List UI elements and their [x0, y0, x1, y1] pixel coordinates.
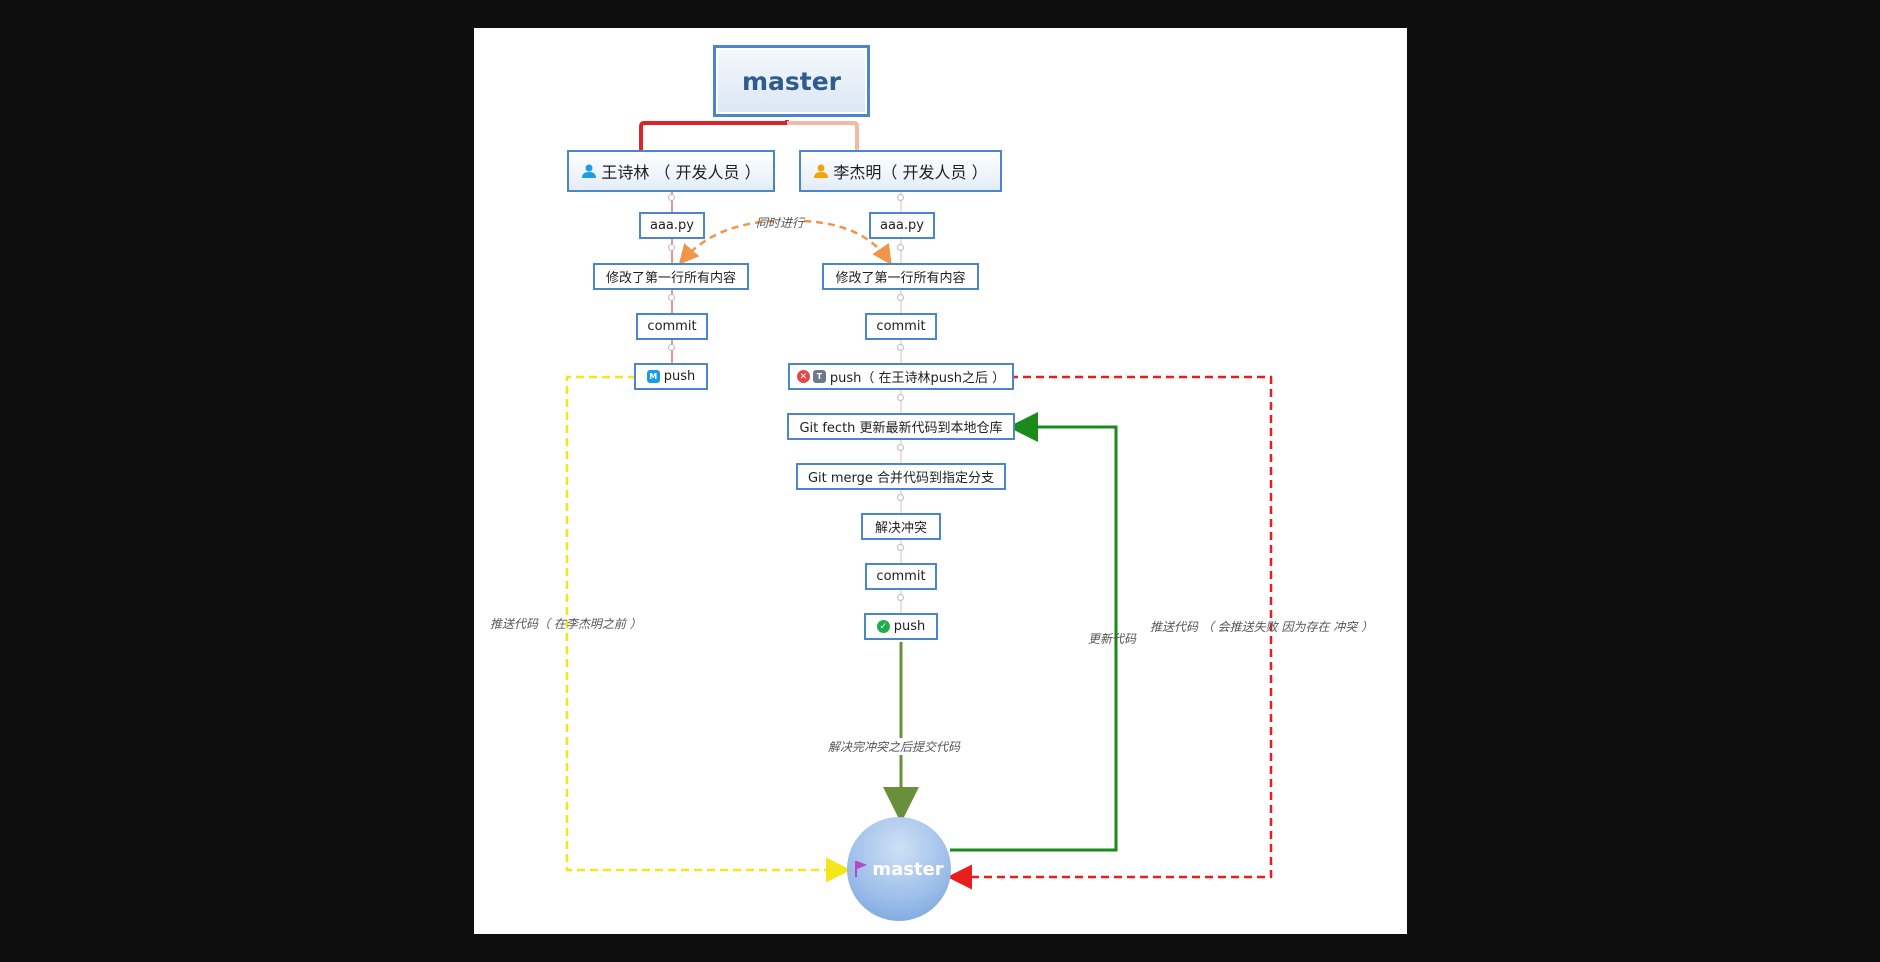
mindmap-canvas: master 王诗林 （ 开发人员 ） 李杰明（ 开发人员 ） aaa.py 修… [474, 28, 1407, 934]
right-step-modify[interactable]: 修改了第一行所有内容 [822, 263, 979, 290]
marker-m-icon: M [646, 370, 660, 383]
user-icon [814, 164, 829, 178]
developer-wang-label: 王诗林 （ 开发人员 ） [601, 163, 761, 182]
left-step-push[interactable]: M push [634, 363, 708, 390]
failed-push-annotation: 推送代码 （ 会推送失败 因为存在 冲突 ） [1150, 620, 1374, 634]
error-icon: ✕ [796, 370, 810, 383]
developer-li-label: 李杰明（ 开发人员 ） [833, 163, 988, 182]
user-icon [582, 164, 597, 178]
left-step-file[interactable]: aaa.py [639, 212, 705, 239]
left-push-annotation: 推送代码（ 在李杰明之前 ） [490, 617, 642, 631]
update-annotation: 更新代码 [1088, 632, 1137, 646]
final-push-label: push [893, 619, 926, 634]
right-step-resolve[interactable]: 解决冲突 [861, 513, 941, 540]
collapse-toggle[interactable] [897, 544, 904, 551]
collapse-toggle[interactable] [668, 244, 675, 251]
right-step-commit-2[interactable]: commit [865, 563, 937, 590]
collapse-toggle[interactable] [668, 294, 675, 301]
collapse-toggle[interactable] [897, 194, 904, 201]
collapse-toggle[interactable] [897, 444, 904, 451]
flag-icon [855, 861, 868, 877]
developer-li-node[interactable]: 李杰明（ 开发人员 ） [799, 150, 1002, 192]
end-master-label: master [872, 858, 944, 880]
submit-annotation: 解决完冲突之后提交代码 [828, 738, 961, 755]
root-to-left-connector [639, 120, 789, 150]
collapse-toggle[interactable] [897, 394, 904, 401]
left-step-commit[interactable]: commit [636, 313, 708, 340]
right-step-fetch[interactable]: Git fecth 更新最新代码到本地仓库 [787, 413, 1015, 440]
left-step-modify[interactable]: 修改了第一行所有内容 [593, 263, 749, 290]
collapse-toggle[interactable] [897, 244, 904, 251]
right-step-merge[interactable]: Git merge 合并代码到指定分支 [796, 463, 1006, 490]
update-arrow [950, 412, 1118, 852]
right-step-commit[interactable]: commit [865, 313, 937, 340]
failed-push-label: push（ 在王诗林push之后 ） [829, 371, 1006, 386]
root-to-right-connector [787, 121, 859, 150]
simultaneous-label: 同时进行 [756, 216, 805, 230]
collapse-toggle[interactable] [897, 344, 904, 351]
simultaneous-arrow-right [803, 219, 892, 266]
right-step-file[interactable]: aaa.py [869, 212, 935, 239]
collapse-toggle[interactable] [668, 194, 675, 201]
collapse-toggle[interactable] [668, 344, 675, 351]
left-push-label: push [663, 369, 696, 384]
check-icon: ✓ [876, 620, 890, 633]
simultaneous-arrow-left [678, 219, 775, 265]
collapse-toggle[interactable] [897, 594, 904, 601]
end-master-node[interactable]: master [847, 817, 951, 921]
developer-wang-node[interactable]: 王诗林 （ 开发人员 ） [567, 150, 775, 192]
root-master-node[interactable]: master [713, 45, 870, 117]
connector-layer [565, 120, 1273, 890]
right-step-failed-push[interactable]: ✕ T push（ 在王诗林push之后 ） [788, 363, 1014, 390]
collapse-toggle[interactable] [897, 294, 904, 301]
collapse-toggle[interactable] [897, 494, 904, 501]
right-step-final-push[interactable]: ✓ push [864, 613, 938, 640]
failed-push-arrow [947, 375, 1273, 890]
left-push-arrow [565, 375, 851, 883]
marker-t-icon: T [812, 370, 826, 383]
